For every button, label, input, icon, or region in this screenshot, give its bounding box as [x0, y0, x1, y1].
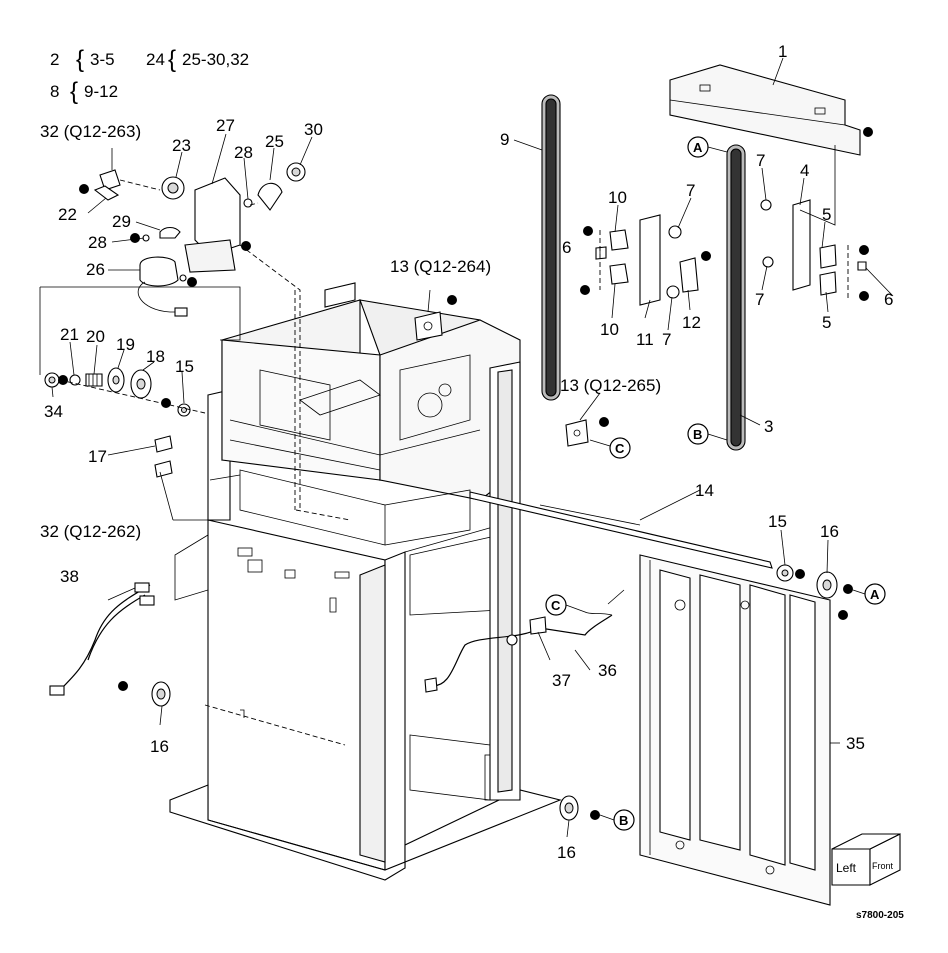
callout-7: 7: [686, 181, 695, 200]
cube-front-label: Front: [872, 861, 894, 871]
brace-icon: {: [70, 78, 78, 105]
callout-13-upper: 13 (Q12-264): [390, 257, 491, 276]
callout-32-lower: 32 (Q12-262): [40, 522, 141, 541]
ref-a-marker: A: [693, 140, 703, 155]
callout-13-lower: 13 (Q12-265): [560, 376, 661, 395]
screw-dots: [58, 127, 873, 820]
callout-16: 16: [150, 737, 169, 756]
cover-35-drawing: [639, 554, 831, 906]
brace-icon: {: [76, 46, 84, 73]
callout-27: 27: [216, 116, 235, 135]
ref-b-marker: B: [693, 427, 702, 442]
ref-a-marker: A: [870, 587, 880, 602]
callout-32-upper: 32 (Q12-263): [40, 122, 141, 141]
callout-10: 10: [608, 188, 627, 207]
gears-right-drawing: [151, 564, 838, 821]
callout-6: 6: [562, 238, 571, 257]
bracket-1-drawing: [669, 64, 867, 300]
group-legend: 2 { 3-5 24 { 25-30,32 8 { 9-12: [50, 46, 249, 105]
callout-4: 4: [800, 161, 809, 180]
callout-18: 18: [146, 347, 165, 366]
harness-drawing: [49, 582, 613, 696]
belts-drawing: [541, 94, 746, 451]
callout-36: 36: [598, 661, 617, 680]
callout-15: 15: [768, 512, 787, 531]
bracket-13-drawing: [414, 311, 589, 447]
callout-20: 20: [86, 327, 105, 346]
callout-30: 30: [304, 120, 323, 139]
tensioner-left-drawing: [595, 214, 699, 306]
callout-21: 21: [60, 325, 79, 344]
legend-range: 3-5: [90, 50, 115, 69]
callout-5: 5: [822, 313, 831, 332]
callout-22: 22: [58, 205, 77, 224]
callout-11: 11: [636, 330, 654, 349]
figure-id: s7800-205: [856, 910, 904, 921]
callout-28: 28: [88, 233, 107, 252]
callout-35: 35: [846, 734, 865, 753]
callout-7: 7: [756, 151, 765, 170]
drive-assembly-drawing: [39, 162, 306, 510]
callout-7: 7: [662, 330, 671, 349]
legend-range: 9-12: [84, 82, 118, 101]
ref-c-marker: C: [615, 441, 625, 456]
legend-range: 25-30,32: [182, 50, 249, 69]
callout-15: 15: [175, 357, 194, 376]
brace-icon: {: [168, 46, 176, 73]
main-frame-drawing: [169, 282, 773, 881]
callout-19: 19: [116, 335, 135, 354]
callout-16: 16: [557, 843, 576, 862]
callout-1: 1: [778, 42, 787, 61]
ref-b-marker: B: [619, 813, 628, 828]
callout-34: 34: [44, 402, 63, 421]
callout-3: 3: [764, 417, 773, 436]
legend-item: 8: [50, 82, 59, 101]
leader-lines: [51, 57, 894, 838]
callout-14: 14: [695, 481, 714, 500]
callout-29: 29: [112, 212, 131, 231]
callout-23: 23: [172, 136, 191, 155]
callout-12: 12: [682, 313, 701, 332]
callout-25: 25: [265, 132, 284, 151]
callout-28: 28: [234, 143, 253, 162]
legend-item: 24: [146, 50, 165, 69]
reference-markers: A A B B C C: [545, 136, 886, 831]
callout-10: 10: [600, 320, 619, 339]
callout-26: 26: [86, 260, 105, 279]
legend-item: 2: [50, 50, 59, 69]
orientation-cube: Left Front: [831, 833, 901, 886]
callout-5: 5: [822, 205, 831, 224]
callout-16: 16: [820, 522, 839, 541]
callout-labels: 1 3 4 5 5 6 6 7 7 7 7 9 10 10 11 12 13 (…: [40, 42, 893, 862]
callout-17: 17: [88, 447, 107, 466]
callout-7: 7: [755, 290, 764, 309]
cube-left-label: Left: [836, 861, 857, 875]
ref-c-marker: C: [551, 598, 561, 613]
callout-9: 9: [500, 130, 509, 149]
callout-37: 37: [552, 671, 571, 690]
gear-train-drawing: [44, 367, 206, 478]
callout-38: 38: [60, 567, 79, 586]
callout-6: 6: [884, 290, 893, 309]
